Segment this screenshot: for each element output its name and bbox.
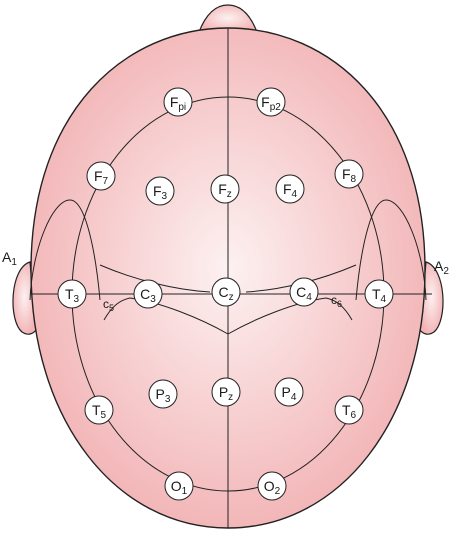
electrode-fp2: Fp2 [256,87,286,117]
svg-text:F4: F4 [283,181,298,200]
left-ear [12,261,37,335]
electrode-t5: T5 [84,395,114,425]
ear-label-a1: A1 [2,249,17,268]
electrode-pz: Pz [211,377,241,407]
electrode-f7: F7 [86,161,116,191]
electrode-o2: O2 [257,471,287,501]
electrode-t3: T3 [57,279,87,309]
svg-text:P3: P3 [156,386,171,405]
svg-text:P4: P4 [282,384,297,403]
svg-text:T4: T4 [372,286,387,305]
svg-text:O2: O2 [264,478,281,497]
electrode-c4: C4 [289,277,319,307]
label-c5: c5 [103,297,114,313]
svg-text:O1: O1 [171,478,188,497]
left-sulcus-lower [103,297,229,335]
electrode-f4: F4 [275,174,305,204]
svg-text:F8: F8 [342,166,357,185]
svg-text:F7: F7 [94,168,109,187]
svg-text:C4: C4 [296,284,312,303]
right-sulcus-lower [227,297,353,335]
svg-text:Pz: Pz [219,384,233,403]
label-c6: c6 [331,293,342,309]
electrode-t6: T6 [334,395,364,425]
electrode-fz: Fz [210,174,240,204]
svg-text:C3: C3 [140,286,156,305]
svg-text:T3: T3 [65,286,80,305]
electrode-p3: P3 [148,379,178,409]
electrode-cz: Cz [211,277,241,307]
electrode-f8: F8 [334,159,364,189]
svg-text:Fz: Fz [218,181,232,200]
electrode-f3: F3 [145,176,175,206]
electrode-fpi: Fpi [163,87,193,117]
right-ear [419,261,444,335]
electrode-o1: O1 [164,471,194,501]
electrode-p4: P4 [274,377,304,407]
svg-text:Fpi: Fpi [170,94,186,113]
svg-text:Cz: Cz [218,284,233,303]
right-ear-contour [355,199,427,301]
nose [198,4,258,33]
svg-text:T5: T5 [92,402,107,421]
left-ear-contour [29,199,101,301]
electrode-t4: T4 [364,279,394,309]
electrode-c3: C3 [133,279,163,309]
svg-text:Fp2: Fp2 [261,94,281,113]
svg-text:F3: F3 [153,183,168,202]
ear-label-a2: A2 [434,258,449,277]
svg-text:T6: T6 [342,402,357,421]
